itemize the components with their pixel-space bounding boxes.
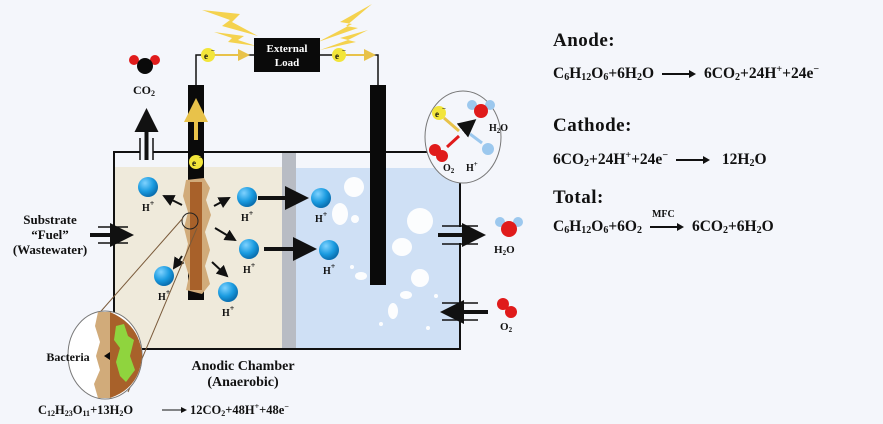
anodic-chamber-label-1: Anodic Chamber — [191, 359, 294, 374]
anode-title: Anode: — [553, 30, 616, 51]
anodic-chamber-label-2: (Anaerobic) — [207, 375, 279, 390]
bottom-equation-rhs: 12CO2+48H++48e− — [190, 402, 289, 418]
oxygen-bubbles — [332, 177, 438, 330]
svg-text:−: − — [211, 47, 215, 55]
svg-text:H+: H+ — [466, 160, 478, 174]
h2o-label: H2O — [494, 244, 515, 257]
svg-text:−: − — [342, 47, 346, 55]
bottom-equation: C12H23O11+13H2O — [38, 403, 133, 418]
mfc-label: MFC — [651, 209, 675, 221]
svg-text:e: e — [435, 109, 439, 119]
svg-text:e: e — [204, 51, 208, 61]
electron-icon: e − — [332, 47, 346, 62]
svg-text:O2: O2 — [443, 163, 455, 175]
substrate-label-3: (Wastewater) — [13, 242, 87, 257]
bacteria-label: Bacteria — [46, 350, 89, 364]
total-title: Total: — [553, 187, 604, 208]
cathode-reaction-inset: e − H2O O2 H+ — [424, 90, 508, 184]
external-load-line1: External — [267, 43, 308, 55]
bacteria-inset — [67, 310, 143, 400]
svg-text:−: − — [199, 154, 203, 162]
proton-icon: H+ — [237, 187, 257, 224]
substrate-label-1: Substrate — [23, 212, 77, 227]
o2-molecule-icon — [497, 298, 517, 318]
svg-text:e: e — [335, 51, 339, 61]
cathode-equation: 6CO2+24H++24e− 12H2O — [553, 150, 767, 169]
electron-icon: e − — [189, 154, 203, 169]
h2o-molecule-icon — [495, 217, 523, 237]
lightning-icon — [202, 4, 372, 50]
cathode-electrode — [370, 85, 386, 285]
svg-text:H2O: H2O — [489, 123, 508, 135]
svg-text:e: e — [192, 158, 196, 168]
external-load — [254, 38, 320, 72]
cathode-title: Cathode: — [553, 115, 632, 136]
electron-icon: e − — [201, 47, 215, 62]
svg-text:−: − — [442, 105, 446, 113]
external-load-line2: Load — [275, 57, 299, 69]
co2-molecule-icon — [129, 55, 160, 74]
substrate-label-2: “Fuel” — [31, 227, 69, 242]
co2-label: CO2 — [133, 83, 155, 98]
o2-label: O2 — [500, 321, 513, 334]
